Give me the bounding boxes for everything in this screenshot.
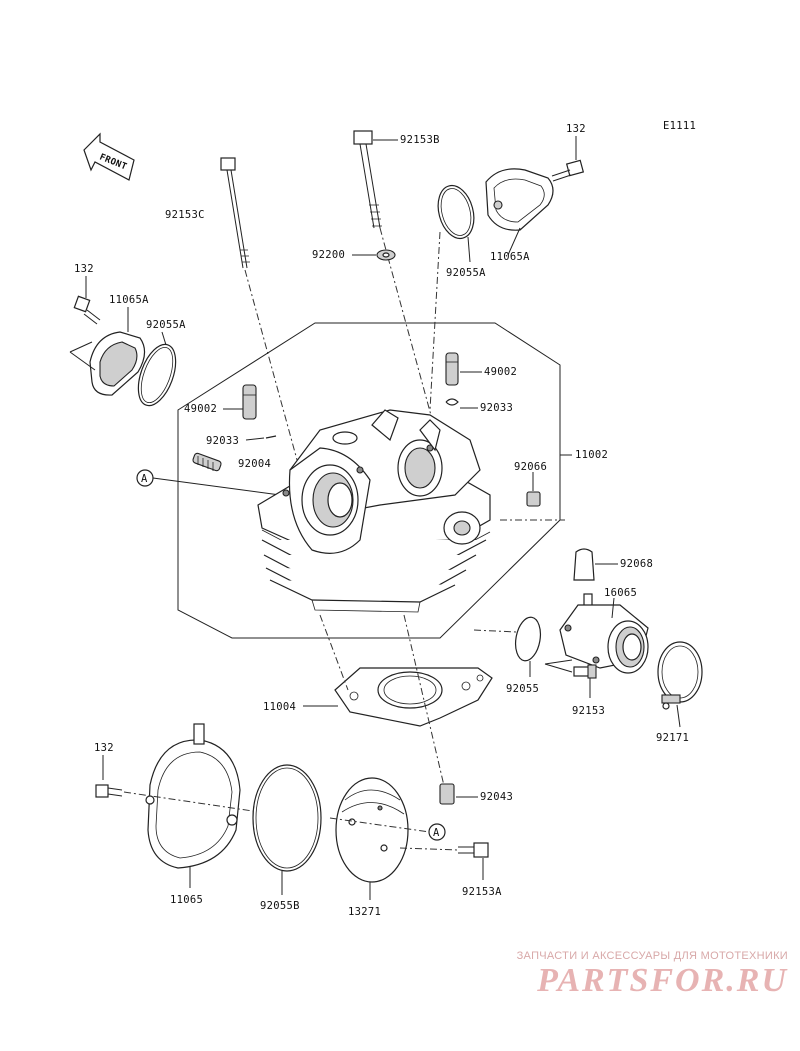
label-92066: 92066 xyxy=(514,461,547,473)
watermark-logo: PARTSFOR.RU xyxy=(537,962,788,999)
label-92033-left: 92033 xyxy=(206,435,239,447)
watermark: ЗАПЧАСТИ И АКСЕССУАРЫ ДЛЯ МОТОТЕХНИКИ PA… xyxy=(488,950,788,1000)
label-92171: 92171 xyxy=(656,732,689,744)
front-arrow-icon: FRONT xyxy=(83,132,135,181)
label-92043: 92043 xyxy=(480,791,513,803)
oring-92055-intake xyxy=(514,616,542,662)
washer-92200 xyxy=(376,249,396,261)
cap-11065a-left xyxy=(89,331,146,396)
label-92200: 92200 xyxy=(312,249,345,261)
label-92068: 92068 xyxy=(620,558,653,570)
cap-92068 xyxy=(573,548,595,581)
clip-92033-left xyxy=(265,435,277,439)
dowel-92043 xyxy=(439,783,455,805)
valve-guide-49002-right xyxy=(445,352,459,386)
cylinder-head xyxy=(257,409,491,613)
label-92055: 92055 xyxy=(506,683,539,695)
watermark-tagline: ЗАПЧАСТИ И АКСЕССУАРЫ ДЛЯ МОТОТЕХНИКИ xyxy=(516,950,788,962)
bolt-132-top xyxy=(551,159,585,182)
plug-92066 xyxy=(526,491,541,507)
reference-a-right: A xyxy=(428,823,446,841)
bolt-92153-intake xyxy=(573,664,597,679)
ref-a-left-label: A xyxy=(141,473,148,485)
ref-a-right-label: A xyxy=(433,827,440,839)
cap-11065a-top xyxy=(485,168,554,231)
label-11065: 11065 xyxy=(170,894,203,906)
label-92004: 92004 xyxy=(238,458,271,470)
label-132-left: 132 xyxy=(74,263,94,275)
oring-92055a-left xyxy=(137,343,177,407)
label-49002-left: 49002 xyxy=(184,403,217,415)
stud-92004 xyxy=(192,452,222,472)
valve-guide-49002-left xyxy=(242,384,257,420)
intake-pipe-16065 xyxy=(559,593,649,674)
label-132-top: 132 xyxy=(566,123,586,135)
label-11004: 11004 xyxy=(263,701,296,713)
label-92153b: 92153B xyxy=(400,134,440,146)
label-92055a-top: 92055A xyxy=(446,267,486,279)
plate-13271 xyxy=(335,777,409,883)
diagram-code: E1111 xyxy=(663,120,696,132)
oring-92055b xyxy=(252,764,322,872)
bolt-132-bottom xyxy=(95,784,123,798)
gasket-11004 xyxy=(334,667,493,727)
cover-11065 xyxy=(145,723,241,869)
label-92153: 92153 xyxy=(572,705,605,717)
label-11002: 11002 xyxy=(575,449,608,461)
label-92033-right: 92033 xyxy=(480,402,513,414)
label-11065a-top: 11065A xyxy=(490,251,530,263)
clip-92033-right xyxy=(445,398,459,406)
bolt-132-left xyxy=(73,295,101,325)
label-92153c: 92153C xyxy=(165,209,205,221)
bolt-92153b xyxy=(353,130,382,229)
oring-92055a-top xyxy=(437,184,475,240)
label-92055b: 92055B xyxy=(260,900,300,912)
label-13271: 13271 xyxy=(348,906,381,918)
label-16065: 16065 xyxy=(604,587,637,599)
label-11065a-left: 11065A xyxy=(109,294,149,306)
bolt-92153c xyxy=(220,157,250,269)
clamp-92171 xyxy=(657,641,703,710)
label-132-bottom: 132 xyxy=(94,742,114,754)
label-92055a-left: 92055A xyxy=(146,319,186,331)
bolt-92153a xyxy=(458,842,489,858)
reference-a-left: A xyxy=(136,469,154,487)
label-49002-right: 49002 xyxy=(484,366,517,378)
label-92153a: 92153A xyxy=(462,886,502,898)
